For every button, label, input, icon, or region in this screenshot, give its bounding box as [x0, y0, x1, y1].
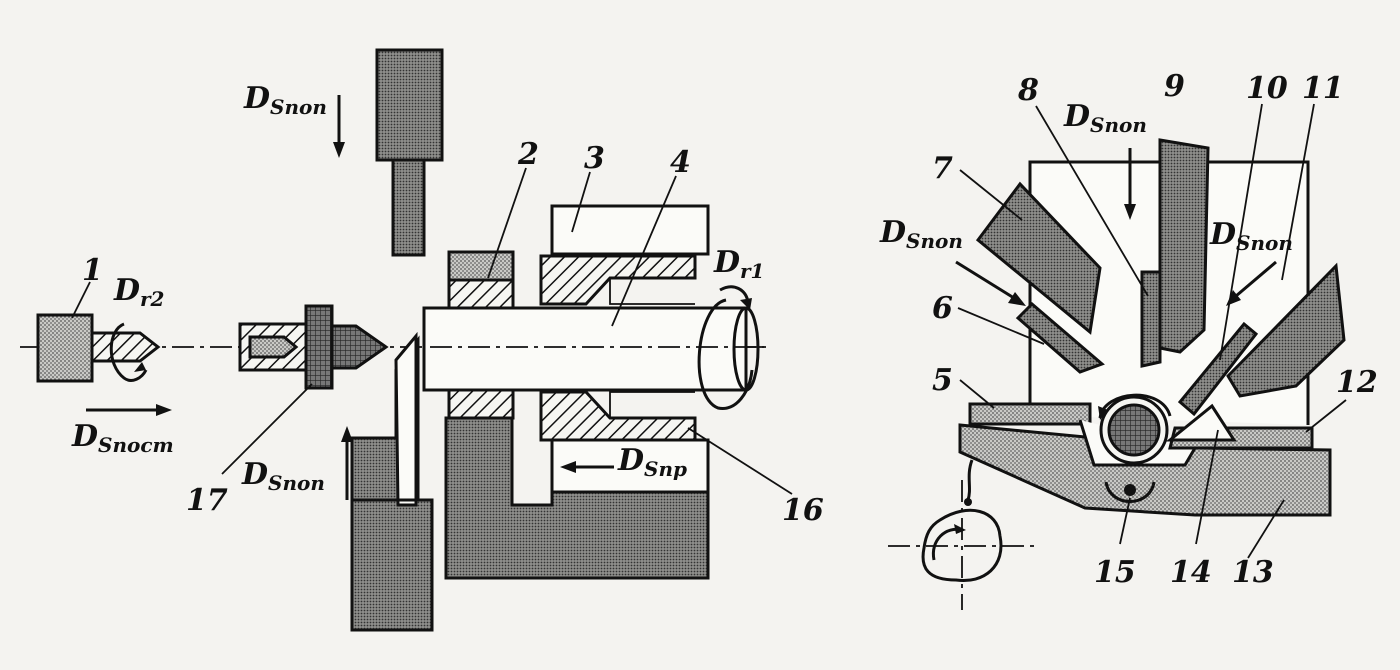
- guide-bushing-upper-part-2: [447, 250, 515, 282]
- label-11: 11: [1302, 71, 1344, 106]
- label-13: 13: [1232, 555, 1274, 590]
- label-ds-pop-left: DSпоп: [879, 215, 963, 253]
- tool-cone-part-17: [330, 324, 389, 370]
- label-6: 6: [932, 291, 953, 326]
- workpiece-rotation-arrowhead: [1098, 406, 1108, 420]
- spindle-housing-part-3: [550, 204, 710, 256]
- label-dr2: Dr2: [113, 273, 165, 311]
- leader-6: [957, 307, 1045, 345]
- cam: [921, 508, 1003, 583]
- bottom-slide: [350, 335, 434, 632]
- feed-arrowhead-dspost: [156, 404, 172, 416]
- feed-arrowhead-dspr: [560, 461, 576, 473]
- label-ds-pop-right: DSпоп: [1209, 217, 1293, 255]
- cam-lever: [966, 459, 974, 501]
- holder-part-11: [1226, 262, 1346, 398]
- left-figure: 1 2 3 4 16 17 Dr2 Dr1 DSпост DSпоп DSпоп…: [20, 48, 824, 632]
- slide-part-5: [968, 402, 1092, 426]
- collet-inner-lower: [609, 391, 695, 418]
- label-12: 12: [1336, 365, 1378, 400]
- tool-holder-bore: [248, 335, 299, 359]
- label-2: 2: [517, 137, 539, 172]
- knurled-collar-part-17: [304, 304, 334, 390]
- label-5: 5: [932, 363, 953, 398]
- label-ds-pop-bottom: DSпоп: [241, 457, 325, 495]
- label-9: 9: [1164, 69, 1185, 104]
- leader-1: [71, 281, 91, 319]
- leader-13: [1247, 499, 1285, 559]
- rotation-arrowhead-dr2: [134, 362, 146, 372]
- label-15: 15: [1094, 555, 1136, 590]
- pivot-part-15: [1124, 484, 1136, 496]
- collet-inner-upper: [609, 278, 695, 305]
- feed-arrowhead-dspop-bottom: [341, 426, 353, 442]
- bar-stock-part-4: [422, 306, 748, 392]
- leader-7: [959, 169, 1023, 221]
- collet-lower-part-16: [539, 390, 697, 442]
- leader-16: [687, 427, 793, 495]
- label-4: 4: [670, 145, 691, 180]
- blade-part-6: [1015, 301, 1105, 374]
- guide-bushing-hatch-upper-part-2: [447, 278, 515, 310]
- label-3: 3: [584, 141, 605, 176]
- leader-15: [1119, 497, 1131, 545]
- feed-arrowhead-left: [1008, 292, 1026, 306]
- rotation-arrow-dr2: [109, 322, 148, 382]
- label-ds-pop-top: DSпоп: [243, 81, 327, 119]
- cam-rotation-arrow: [931, 527, 963, 561]
- workpiece-core: [1107, 403, 1161, 457]
- cam-rotation-arrowhead: [954, 524, 966, 534]
- leader-4: [611, 175, 677, 327]
- right-figure: 5 6 7 8 9 10 11 12 13 14 15 DSпоп DSпоп …: [879, 69, 1378, 610]
- collet-upper-part-16: [539, 254, 697, 306]
- label-1: 1: [82, 253, 103, 288]
- rotation-arrow-dr1: [697, 298, 754, 410]
- blade-part-8: [1140, 270, 1162, 368]
- leader-12: [1305, 399, 1347, 433]
- leader-11: [1281, 103, 1315, 281]
- rotation-arrowhead-dr1-tip: [740, 298, 752, 310]
- label-7: 7: [932, 151, 953, 186]
- label-dr1: Dr1: [713, 245, 764, 283]
- leader-14: [1195, 429, 1219, 545]
- feed-arrow-left: [955, 260, 1015, 300]
- label-ds-pop-center: DSпоп: [1063, 99, 1147, 137]
- label-14: 14: [1170, 555, 1212, 590]
- blade-part-10: [1177, 321, 1259, 417]
- top-slide: [375, 48, 444, 257]
- feed-arrowhead-dspop-top: [333, 142, 345, 158]
- label-ds-pr: DSпр: [617, 443, 687, 481]
- label-8: 8: [1017, 73, 1039, 108]
- bottom-slide-blade: [394, 331, 418, 507]
- feed-arrow-right: [1235, 260, 1277, 298]
- holder-part-7: [975, 181, 1102, 335]
- tool-part-9: [1158, 138, 1210, 354]
- cam-lever-pin: [964, 498, 972, 506]
- label-10: 10: [1246, 71, 1288, 106]
- label-ds-post: DSпост: [71, 419, 174, 457]
- drill-part-1: [90, 331, 161, 363]
- leader-5: [959, 379, 995, 409]
- drill-holder-part-1: [36, 313, 94, 383]
- leader-3: [571, 171, 591, 233]
- leader-10: [1219, 103, 1263, 361]
- feed-arrowhead-center: [1124, 204, 1136, 220]
- leader-8: [1035, 105, 1149, 297]
- label-16: 16: [782, 493, 824, 528]
- guide-bushing-hatch-lower-part-2: [447, 388, 515, 420]
- label-17: 17: [186, 483, 228, 518]
- leader-2: [487, 167, 527, 279]
- leader-17: [221, 383, 313, 475]
